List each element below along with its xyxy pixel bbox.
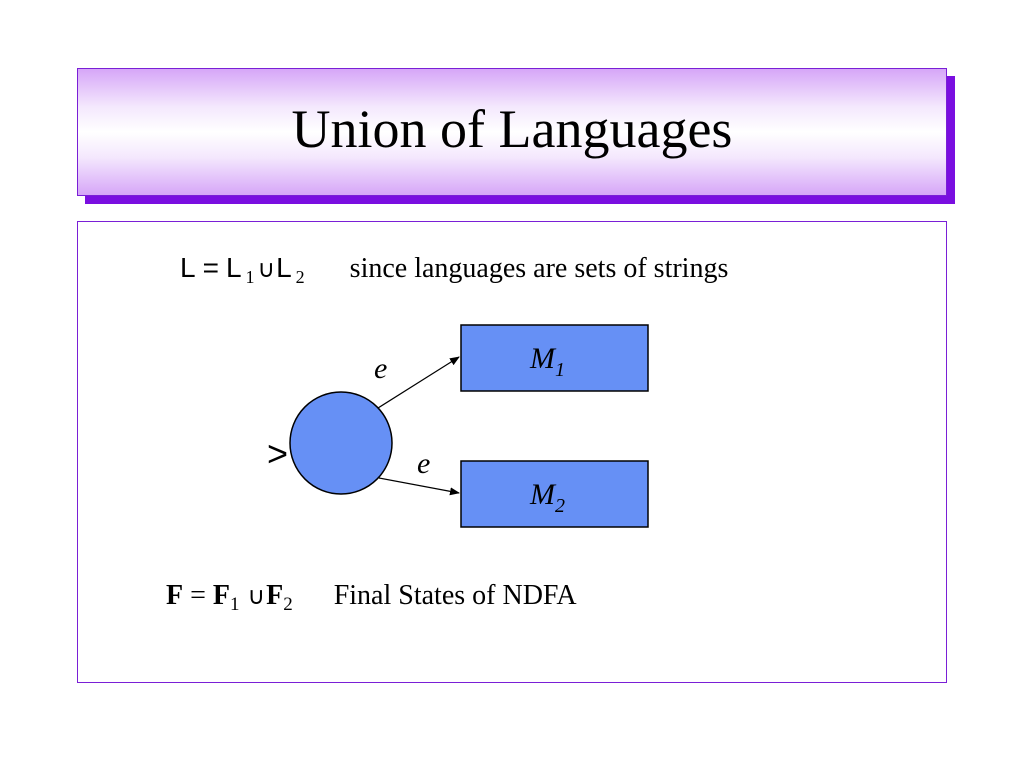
eq2-term2: F bbox=[266, 580, 284, 611]
eq1-equals: = bbox=[202, 252, 219, 283]
eq1-term1-sub: 1 bbox=[245, 267, 255, 287]
epsilon-edge-bottom bbox=[378, 477, 460, 496]
eq2-union-symbol: ∪ bbox=[247, 584, 266, 610]
epsilon-edge-top bbox=[377, 356, 460, 409]
eq2-equals: = bbox=[190, 580, 206, 611]
eq1-term1: L bbox=[225, 252, 242, 283]
final-states-equation: F = F1 ∪F2 Final States of NDFA bbox=[166, 580, 577, 615]
eq2-lhs: F bbox=[166, 580, 184, 611]
eq2-note: Final States of NDFA bbox=[333, 580, 577, 611]
edge-bottom-label: e bbox=[417, 447, 430, 480]
eq1-note: since languages are sets of strings bbox=[349, 253, 729, 284]
eq1-lhs: L bbox=[180, 252, 196, 283]
eq2-term1-sub: 1 bbox=[230, 594, 240, 615]
eq1-term2-sub: 2 bbox=[295, 267, 305, 287]
machine2-label: M2 bbox=[529, 478, 565, 517]
eq1-union-symbol: ∪ bbox=[257, 257, 276, 283]
eq2-term1: F bbox=[212, 580, 231, 611]
start-marker: > bbox=[267, 433, 288, 474]
title-banner: Union of Languages bbox=[77, 68, 947, 196]
start-state bbox=[289, 391, 393, 495]
edge-top-label: e bbox=[374, 352, 387, 385]
content-panel bbox=[77, 221, 947, 683]
page-title: Union of Languages bbox=[291, 99, 733, 159]
eq2-term2-sub: 2 bbox=[283, 594, 293, 615]
machine1-label: M1 bbox=[529, 342, 565, 381]
machine2-box bbox=[460, 460, 649, 528]
machine1-box bbox=[460, 324, 649, 392]
eq1-term2: L bbox=[276, 252, 292, 283]
